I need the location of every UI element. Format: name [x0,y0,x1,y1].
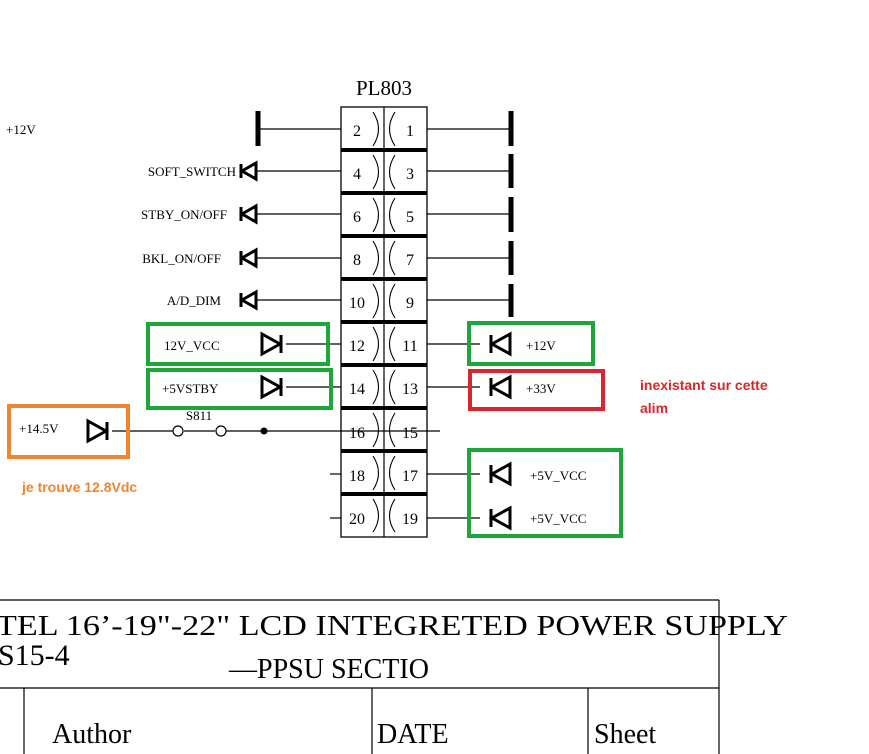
port-ad-dim-icon [238,289,258,311]
connector-name: PL803 [356,76,412,100]
pin-18: 18 [349,468,365,485]
highlight-box-12v-vcc [146,322,330,366]
net-5vstby: +5VSTBY [162,381,219,396]
pin-20: 20 [349,511,365,528]
pin-8: 8 [353,252,361,269]
title-sheet-label: Sheet [594,719,656,750]
port-5v-vcc-b-icon [488,505,512,531]
port-plus-12v-icon [488,331,512,357]
port-5vstby-icon [260,374,284,400]
pin-11: 11 [402,338,417,355]
title-author-label: Author [52,719,132,750]
net-plus-33v: +33V [526,381,556,396]
pin-19: 19 [402,511,418,528]
highlight-box-plus-12v [467,321,595,366]
net-top-left-12v: +12V [6,122,36,137]
title-block: TEL 16’-19"-22" LCD INTEGRETED POWER SUP… [0,599,788,754]
right-wiring [427,111,514,519]
net-stby-on-off: STBY_ON/OFF [141,207,227,222]
port-soft-switch-icon [238,160,258,182]
pin-6: 6 [353,209,361,226]
pin-15: 15 [402,425,418,442]
pin-3: 3 [406,166,414,183]
highlight-box-plus-33v [468,369,605,411]
pin-16: 16 [349,425,365,442]
net-bkl-on-off: BKL_ON/OFF [142,251,221,266]
pin-10: 10 [349,295,365,312]
port-5v-vcc-a-icon [488,461,512,487]
pin-1: 1 [406,123,414,140]
switch-s811: S811 [172,408,268,437]
port-bkl-icon [238,247,258,269]
highlight-box-14v5 [7,404,130,459]
net-14v5: +14.5V [19,421,59,436]
pin-13: 13 [402,381,418,398]
highlight-box-5v-vcc [467,448,623,538]
net-soft-switch: SOFT_SWITCH [148,164,236,179]
pin-7: 7 [406,252,414,269]
right-port-symbols [488,331,512,531]
net-5v-vcc-a: +5V_VCC [530,468,586,483]
connector-pl803: PL803 2 [340,76,428,538]
port-stby-icon [238,203,258,225]
pin-4: 4 [353,166,361,183]
pin-separators [341,148,427,496]
title-section: —PPSU SECTIO [228,654,429,685]
contact-arcs [372,111,396,533]
annotation-missing-line2: alim [640,400,668,416]
port-12v-vcc-icon [260,331,284,357]
pin-17: 17 [402,468,418,485]
port-plus-33v-icon [488,374,512,400]
net-12v-vcc: 12V_VCC [164,338,220,353]
right-pointing-port-symbols [86,331,284,444]
title-date-label: DATE [377,719,449,750]
port-14v5-icon [86,418,110,444]
pin-2: 2 [353,123,361,140]
left-port-symbols [238,160,258,311]
net-5v-vcc-b: +5V_VCC [530,511,586,526]
net-ad-dim: A/D_DIM [167,293,222,308]
pin-12: 12 [349,338,365,355]
title-model: S15-4 [0,639,70,672]
annotation-measured: je trouve 12.8Vdc [21,479,137,495]
annotation-missing-line1: inexistant sur cette [640,377,768,393]
net-plus-12v: +12V [526,338,556,353]
title-line: TEL 16’-19"-22" LCD INTEGRETED POWER SUP… [0,610,788,642]
pin-5: 5 [406,209,414,226]
highlight-box-5vstby [146,368,333,410]
pin-9: 9 [406,295,414,312]
switch-label: S811 [186,408,212,423]
pin-14: 14 [349,381,365,398]
